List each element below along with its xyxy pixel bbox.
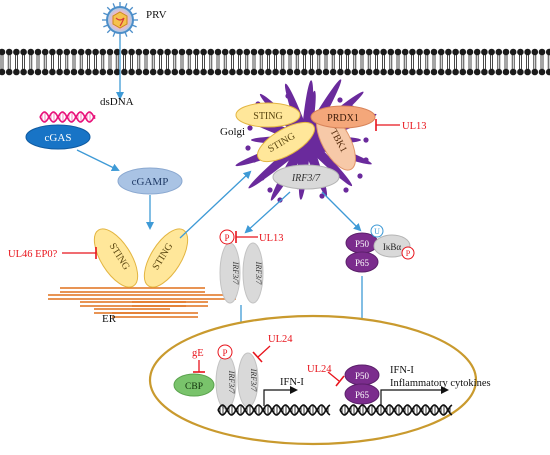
plasma-membrane [0, 48, 550, 76]
golgi-label: Golgi [220, 126, 245, 138]
irf37-dimer-a-label: IRF3/7 [231, 261, 240, 286]
ikba-label: IκBα [383, 242, 402, 252]
prdx1-label: PRDX1 [327, 113, 359, 124]
sting-to-golgi-arrow [179, 170, 252, 239]
ubiquitin-mark-label: U [374, 227, 380, 236]
irf37-dimer-nucleus: IRF3/7 IRF3/7 [215, 352, 259, 410]
nuclear-dna [217, 404, 453, 416]
p65-label: P65 [355, 258, 370, 268]
phospho-mark-ikba-label: P [406, 249, 411, 258]
cbp-label: CBP [185, 382, 203, 392]
er-membrane [48, 287, 236, 318]
inflammatory-label: Inflammatory cytokines [390, 378, 491, 389]
ul24-nfkb-bar [335, 375, 345, 387]
irf37-golgi-label: IRF3/7 [291, 173, 321, 184]
ul46-ep0-label: UL46 EP0? [8, 249, 58, 260]
golgi-to-nfkb-arrow [321, 191, 362, 232]
er-label: ER [102, 313, 117, 325]
ifn-right-label: IFN-I [390, 365, 414, 376]
ul24-nfkb-label: UL24 [307, 364, 332, 375]
sting-dimer-er: STING STING [93, 228, 189, 288]
p50-label: P50 [355, 239, 370, 249]
ge-label: gE [192, 348, 204, 359]
ul24-nfkb-line [327, 371, 340, 382]
phospho-mark-nucleus-label: P [222, 348, 227, 358]
golgi-to-irf-arrow [244, 191, 291, 234]
cgas-node [25, 124, 91, 150]
irf37-dimer-cytoplasm: IRF3/7 IRF3/7 [219, 242, 264, 304]
irf37-dimer-b-label: IRF3/7 [254, 261, 263, 286]
sting-complex-golgi: STING STING TBK1 PRDX1 IRF3/7 [235, 102, 376, 190]
cbp-node [173, 373, 215, 397]
phospho-mark-irf-label: P [224, 233, 229, 243]
dsdna-label: dsDNA [100, 96, 134, 108]
ul13-irf-label: UL13 [259, 233, 284, 244]
ul24-irf-label: UL24 [268, 334, 293, 345]
nfkb-complex-cytoplasm: P50 P65 IκBα U P [345, 224, 415, 273]
ul24-irf-bar [252, 351, 263, 363]
cgamp-node [117, 167, 183, 195]
golgi-sting-top-label: STING [253, 111, 282, 122]
p50-nuc-label: P50 [355, 371, 370, 381]
ul13-prdx1-label: UL13 [402, 121, 427, 132]
nfkb-nucleus: P50 P65 [344, 364, 380, 405]
ifn-right-transcription-arrow [380, 386, 449, 406]
irf37-nuc-b-label: IRF3/7 [249, 368, 258, 393]
prv-virus [102, 2, 138, 38]
cgas-label: cGAS [45, 132, 72, 144]
prv-label: PRV [146, 9, 167, 21]
dsdna-helix [39, 111, 96, 123]
cgas-to-cgamp-arrow [76, 149, 120, 171]
cgamp-label: cGAMP [132, 176, 169, 188]
phospho-mark-irf [219, 229, 235, 245]
irf37-nuc-a-label: IRF3/7 [227, 370, 236, 395]
ifn-left-label: IFN-I [280, 377, 304, 388]
ul24-irf-line [257, 345, 271, 358]
p65-nuc-label: P65 [355, 390, 370, 400]
phospho-mark-nucleus [217, 344, 233, 360]
ifn-left-transcription-arrow [263, 386, 298, 406]
